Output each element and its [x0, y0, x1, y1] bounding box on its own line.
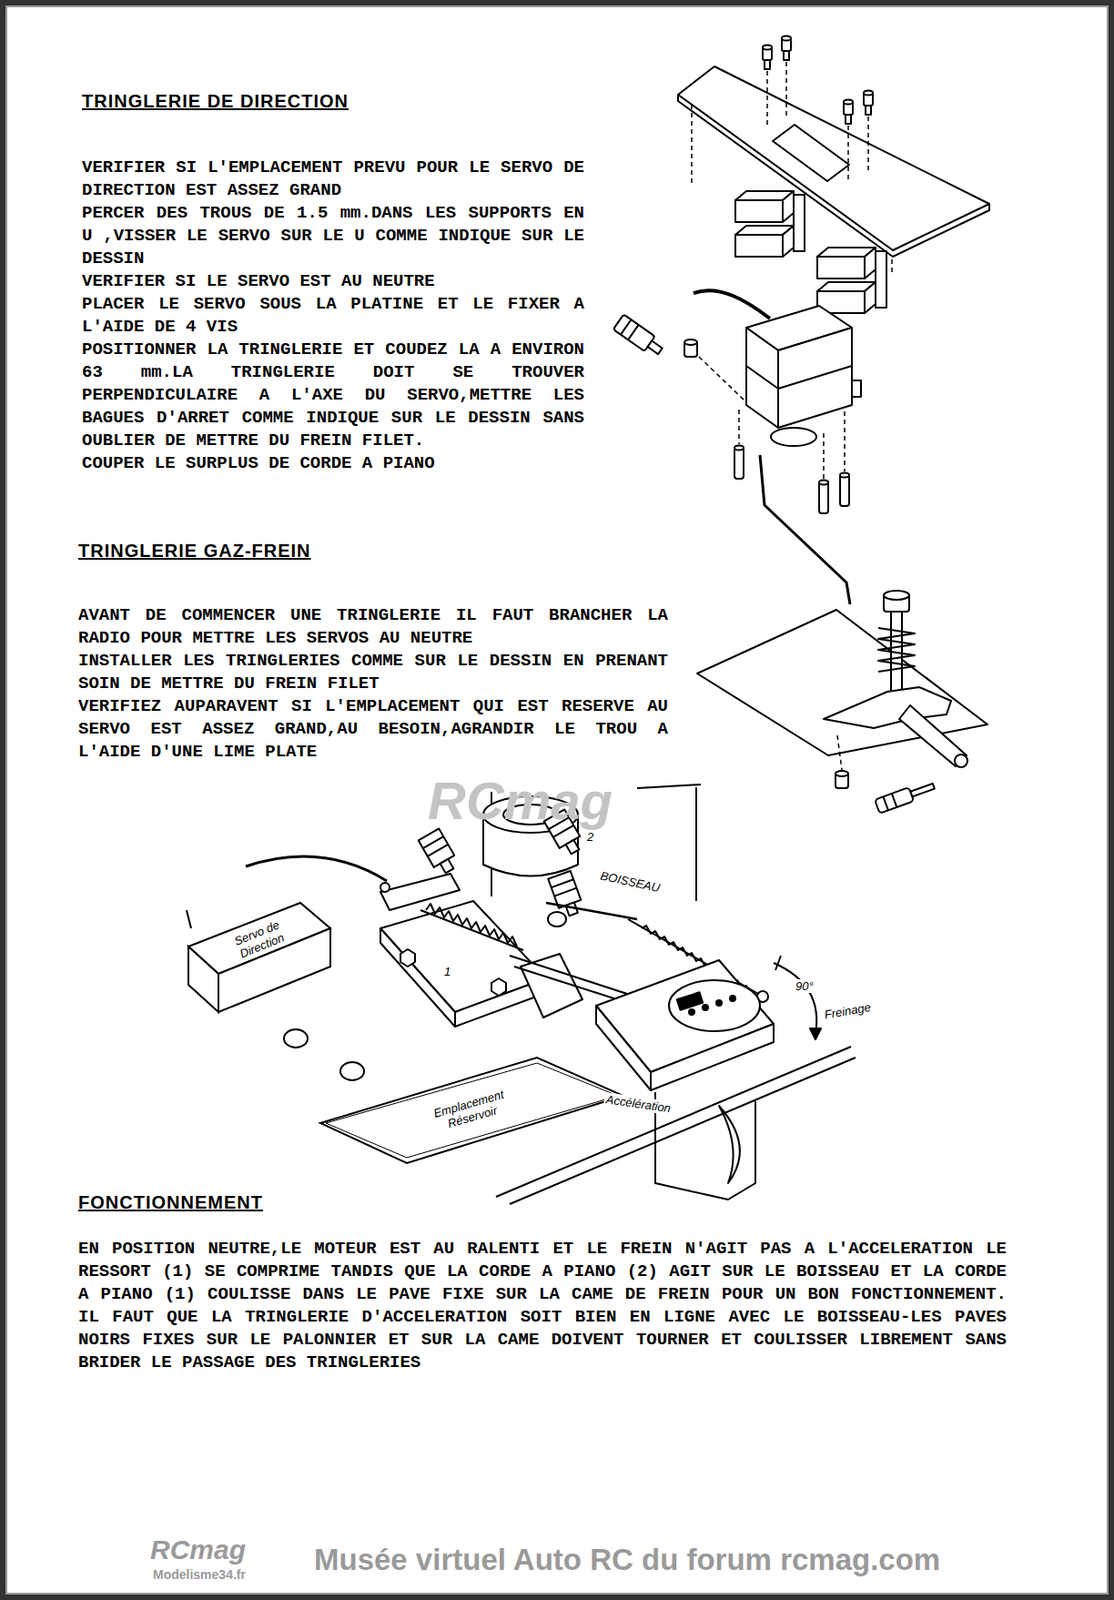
text-column: AVANT DE COMMENCER UNE TRINGLERIE IL FAU… [78, 604, 669, 764]
instruction-text: VERIFIEZ AUPARAVENT SI L'EMPLACEMENT QUI… [78, 695, 669, 764]
callout-number: 1 [442, 964, 453, 979]
instruction-text: COUPER LE SURPLUS DE CORDE A PIANO [81, 452, 585, 476]
section-heading: TRINGLERIE GAZ-FREIN [78, 540, 312, 562]
instruction-text: POSITIONNER LA TRINGLERIE ET COUDEZ LA A… [81, 338, 585, 453]
instruction-text: VERIFIER SI LE SERVO EST AU NEUTRE [81, 270, 585, 294]
instruction-text: INSTALLER LES TRINGLERIES COMME SUR LE D… [78, 649, 669, 696]
footer-caption: Musée virtuel Auto RC du forum rcmag.com [313, 1542, 941, 1578]
callout-number: 2 [585, 830, 596, 844]
watermark: RCmag [427, 769, 613, 831]
direction-label: Freinage [821, 1000, 874, 1023]
footer-site: Modelisme34.fr [152, 1567, 246, 1582]
footer-logo: RCmag [150, 1534, 246, 1566]
servo-box: Servo de Direction [186, 901, 333, 1015]
text-column: EN POSITION NEUTRE,LE MOTEUR EST AU RALE… [78, 1237, 1007, 1375]
instruction-text: EN POSITION NEUTRE,LE MOTEUR EST AU RALE… [78, 1237, 1007, 1375]
angle-label: 90° [793, 979, 816, 993]
instruction-text: PLACER LE SERVO SOUS LA PLATINE ET LE FI… [81, 293, 585, 339]
tank-area: Emplacement Réservoir [320, 1057, 626, 1169]
instruction-text: PERCER DES TROUS DE 1.5 mm.DANS LES SUPP… [81, 202, 585, 271]
part-label: BOISSEAU [597, 868, 663, 895]
instruction-text: AVANT DE COMMENCER UNE TRINGLERIE IL FAU… [78, 604, 669, 650]
section-heading: FONCTIONNEMENT [78, 1192, 264, 1214]
direction-label: Accélération [603, 1092, 674, 1115]
node-outline [186, 901, 333, 1015]
instruction-text: VERIFIER SI L'EMPLACEMENT PREVU POUR LE … [81, 156, 585, 203]
section-heading: TRINGLERIE DE DIRECTION [81, 91, 349, 112]
text-column: VERIFIER SI L'EMPLACEMENT PREVU POUR LE … [81, 156, 585, 476]
